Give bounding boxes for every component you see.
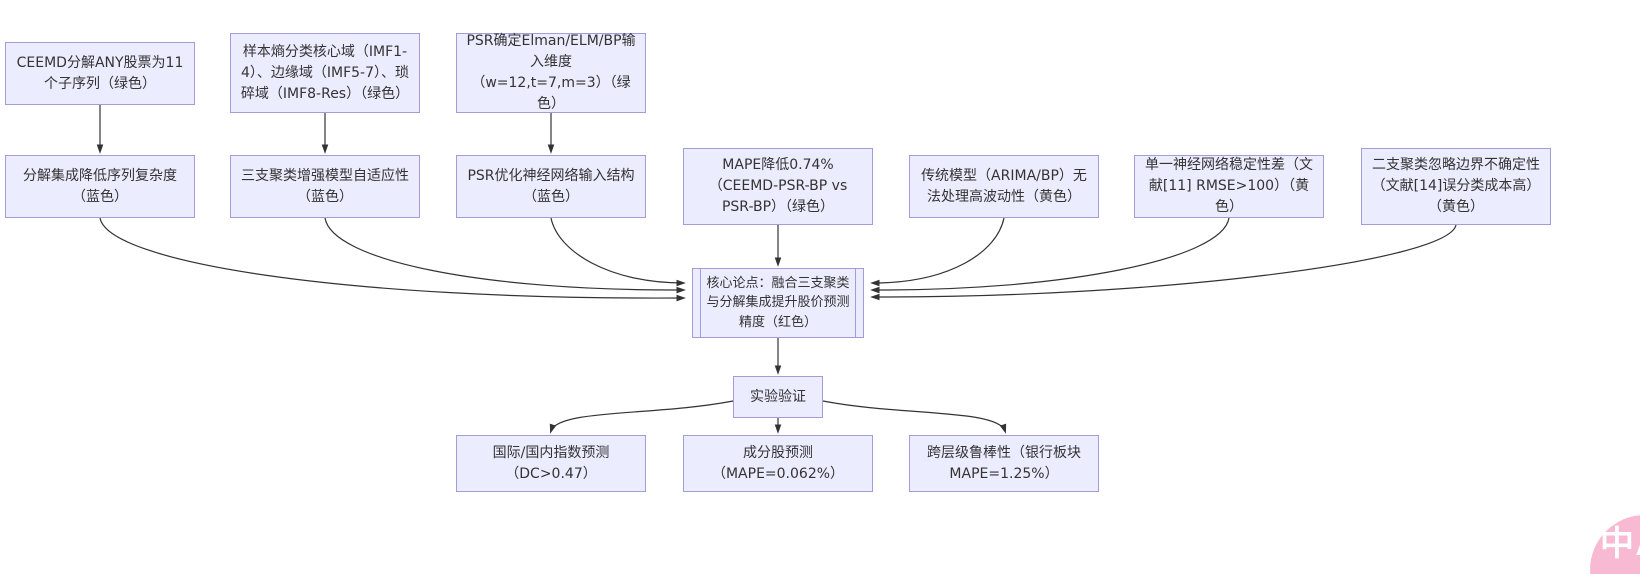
edge-b7-core <box>870 224 1457 301</box>
edge-b1-core <box>99 217 686 302</box>
node-two-way-clustering-limitation: 二支聚类忽略边界不确定性（文献[14]误分类成本高）（黄色） <box>1361 148 1551 225</box>
node-psr-optimizes-input-structure: PSR优化神经网络输入结构（蓝色） <box>456 155 646 218</box>
node-sample-entropy-domains: 样本熵分类核心域（IMF1-4）、边缘域（IMF5-7）、琐碎域（IMF8-Re… <box>230 33 420 113</box>
node-mape-reduction: MAPE降低0.74%（CEEMD-PSR-BP vs PSR-BP）（绿色） <box>683 148 873 225</box>
node-traditional-model-limitation: 传统模型（ARIMA/BP）无法处理高波动性（黄色） <box>909 155 1099 218</box>
node-cross-level-robustness: 跨层级鲁棒性（银行板块 MAPE=1.25%） <box>909 435 1099 492</box>
edge-exp-c3 <box>822 400 1007 434</box>
node-single-network-instability: 单一神经网络稳定性差（文献[11] RMSE>100）（黄色） <box>1134 155 1324 218</box>
node-psr-input-dimension: PSR确定Elman/ELM/BP输入维度（w=12,t=7,m=3）（绿色） <box>456 33 646 113</box>
translate-toggle-button[interactable]: 中A <box>1590 515 1640 574</box>
translate-icon: 中A <box>1600 524 1640 564</box>
node-constituent-stock-prediction: 成分股预测（MAPE=0.062%） <box>683 435 873 492</box>
edge-b2-core <box>324 217 686 294</box>
edge-b6-core <box>870 217 1230 294</box>
node-experimental-validation: 实验验证 <box>733 376 823 418</box>
edge-exp-c1 <box>549 400 734 434</box>
edge-b3-core <box>550 217 686 287</box>
node-three-way-clustering-adaptivity: 三支聚类增强模型自适应性（蓝色） <box>230 155 420 218</box>
node-ceemd-decompose: CEEMD分解ANY股票为11个子序列（绿色） <box>5 42 195 105</box>
node-decomposition-reduces-complexity: 分解集成降低序列复杂度（蓝色） <box>5 155 195 218</box>
edge-b5-core <box>870 217 1005 287</box>
node-index-prediction: 国际/国内指数预测（DC>0.47） <box>456 435 646 492</box>
node-core-thesis: 核心论点：融合三支聚类与分解集成提升股价预测精度（红色） <box>692 268 864 338</box>
